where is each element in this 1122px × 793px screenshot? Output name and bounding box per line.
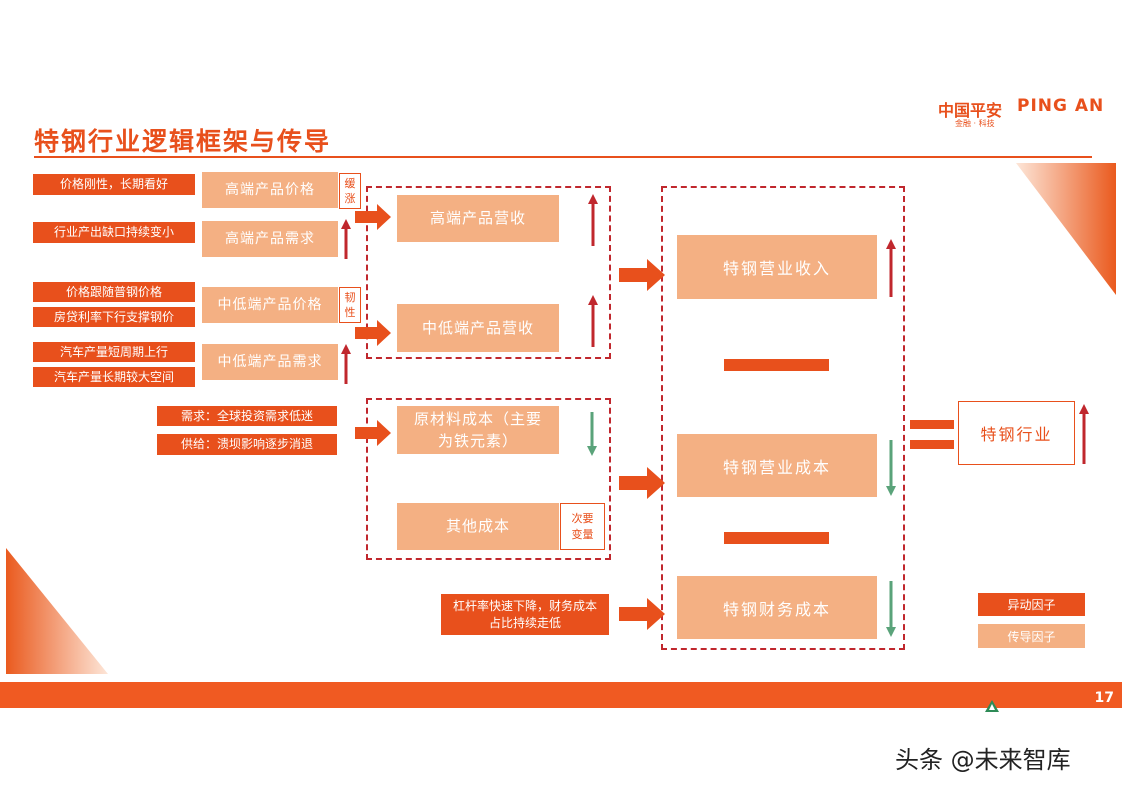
logo-chinese: 中国平安 — [938, 101, 1003, 120]
other-cost-box: 其他成本 — [397, 503, 559, 550]
driver-box: 价格跟随普钢价格 — [33, 282, 195, 302]
raw-cost-box: 原材料成本（主要为铁元素） — [397, 406, 559, 454]
driver-box: 汽车产量短周期上行 — [33, 342, 195, 362]
right-arrow-icon — [355, 204, 391, 230]
driver-box: 供给：溃坝影响逐步消退 — [157, 434, 337, 455]
right-arrow-icon — [619, 467, 665, 499]
corner-decoration-right — [1016, 163, 1116, 295]
revenue-summary-box: 特钢营业收入 — [677, 235, 877, 299]
tag-secondary: 次要变量 — [560, 503, 605, 550]
factor-box: 中低端产品需求 — [202, 344, 338, 380]
minus-sign — [724, 359, 829, 371]
down-arrow-icon — [587, 412, 597, 456]
tag-resilient: 韧性 — [339, 287, 361, 323]
up-arrow-icon — [886, 239, 896, 297]
up-arrow-icon — [341, 344, 351, 384]
factor-box: 高端产品价格 — [202, 172, 338, 208]
driver-box: 汽车产量长期较大空间 — [33, 367, 195, 387]
down-arrow-icon — [886, 440, 896, 496]
page-number: 17 — [1094, 690, 1114, 706]
up-arrow-icon — [588, 295, 598, 347]
legend-change-factor: 异动因子 — [978, 593, 1085, 616]
industry-box: 特钢行业 — [958, 401, 1075, 465]
right-arrow-icon — [355, 420, 391, 446]
down-arrow-icon — [886, 581, 896, 637]
mid-revenue-box: 中低端产品营收 — [397, 304, 559, 352]
driver-box: 杠杆率快速下降，财务成本占比持续走低 — [441, 594, 609, 635]
fin-cost-summary-box: 特钢财务成本 — [677, 576, 877, 639]
cost-group — [366, 398, 611, 560]
watermark: 头条 @未来智库 — [895, 746, 1071, 774]
page-title: 特钢行业逻辑框架与传导 — [34, 127, 332, 156]
corner-decoration-left — [6, 548, 108, 674]
legend-transmit-factor: 传导因子 — [978, 624, 1085, 648]
high-revenue-box: 高端产品营收 — [397, 195, 559, 242]
title-underline — [34, 156, 1092, 158]
logo-english: PING AN — [1017, 96, 1105, 116]
footer-bar — [0, 682, 1122, 708]
equals-sign-bottom — [910, 440, 954, 449]
driver-box: 房贷利率下行支撑钢价 — [33, 307, 195, 327]
revenue-group — [366, 186, 611, 359]
logo-subtitle: 金融 · 科技 — [955, 119, 995, 128]
footer-triangle-icon — [985, 700, 999, 712]
up-arrow-icon — [1079, 404, 1089, 464]
right-arrow-icon — [619, 259, 665, 291]
summary-group — [661, 186, 905, 650]
right-arrow-icon — [619, 598, 665, 630]
minus-sign — [724, 532, 829, 544]
driver-box: 需求：全球投资需求低迷 — [157, 406, 337, 426]
factor-box: 中低端产品价格 — [202, 287, 338, 323]
op-cost-summary-box: 特钢营业成本 — [677, 434, 877, 497]
tag-slow-rise: 缓涨 — [339, 173, 361, 209]
up-arrow-icon — [341, 219, 351, 259]
up-arrow-icon — [588, 194, 598, 246]
driver-box: 价格刚性，长期看好 — [33, 174, 195, 195]
driver-box: 行业产出缺口持续变小 — [33, 222, 195, 243]
factor-box: 高端产品需求 — [202, 221, 338, 257]
equals-sign-top — [910, 420, 954, 429]
right-arrow-icon — [355, 320, 391, 346]
